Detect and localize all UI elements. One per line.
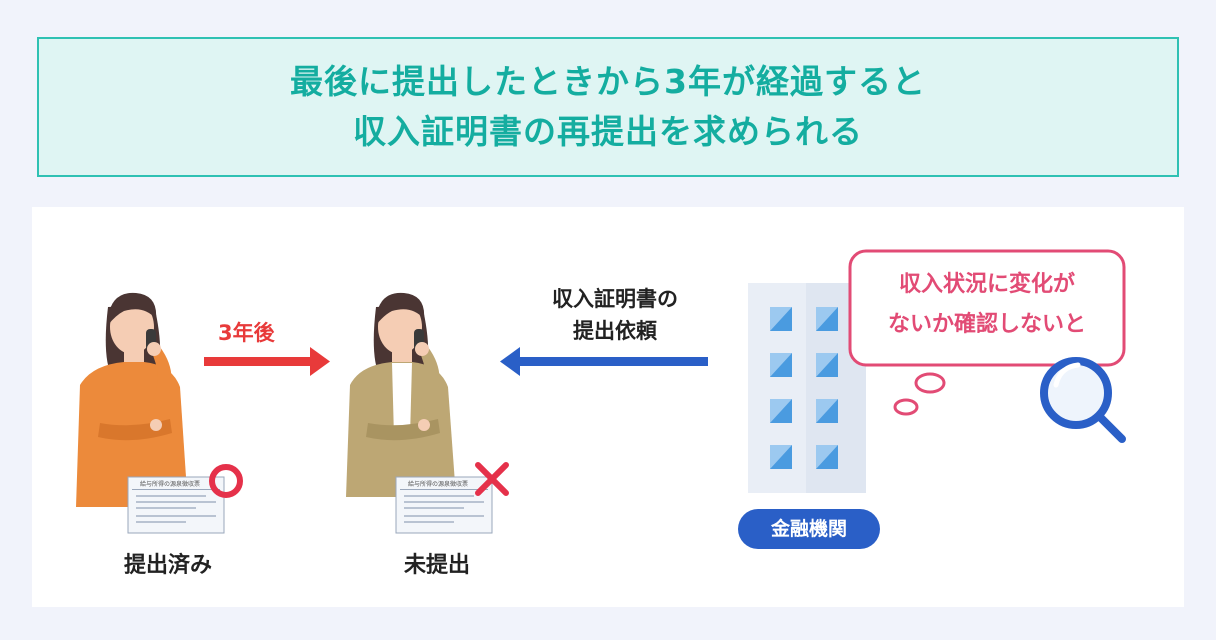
middle-person-label: 未提出 [404, 553, 471, 578]
diagram-graphics [76, 249, 1126, 549]
left-document [127, 476, 225, 534]
arrow-left [500, 347, 708, 376]
cross-icon [475, 462, 509, 496]
speech-text: 収入状況に変化が ないか確認しないと [850, 265, 1124, 345]
arrow-right-label: 3年後 [218, 321, 275, 345]
arrow-left-label-line-2: 提出依頼 [573, 319, 657, 343]
bank-label: 金融機関 [770, 518, 847, 540]
middle-person-figure [346, 292, 456, 497]
bank-building [748, 283, 866, 493]
arrow-left-label-line-1: 収入証明書の [552, 287, 678, 311]
header-banner: 最後に提出したときから3年が経過すると 収入証明書の再提出を求められる [37, 37, 1179, 177]
left-person-figure [76, 292, 188, 507]
speech-line-1: 収入状況に変化が [898, 272, 1075, 297]
arrow-left-label: 収入証明書の 提出依頼 [530, 283, 700, 347]
magnifier-icon [1040, 357, 1126, 443]
thought-dot-large [914, 372, 946, 394]
speech-line-2: ないか確認しないと [887, 312, 1086, 337]
diagram-panel: 提出済み 未提出 3年後 収入証明書の 提出依頼 金融機関 収入状況に変化が な… [32, 207, 1184, 607]
left-document-title: 給与所得の源泉徴収票 [140, 481, 201, 488]
banner-line-2: 収入証明書の再提出を求められる [353, 112, 863, 151]
speech-bubble [848, 249, 1126, 367]
middle-document-title: 給与所得の源泉徴収票 [408, 481, 469, 488]
middle-document [395, 476, 493, 534]
arrow-right [204, 347, 330, 376]
left-person-label: 提出済み [124, 553, 213, 578]
circle-icon [209, 464, 243, 498]
banner-line-1: 最後に提出したときから3年が経過すると [290, 62, 926, 101]
thought-dot-small [893, 398, 919, 416]
bank-badge [738, 509, 880, 549]
